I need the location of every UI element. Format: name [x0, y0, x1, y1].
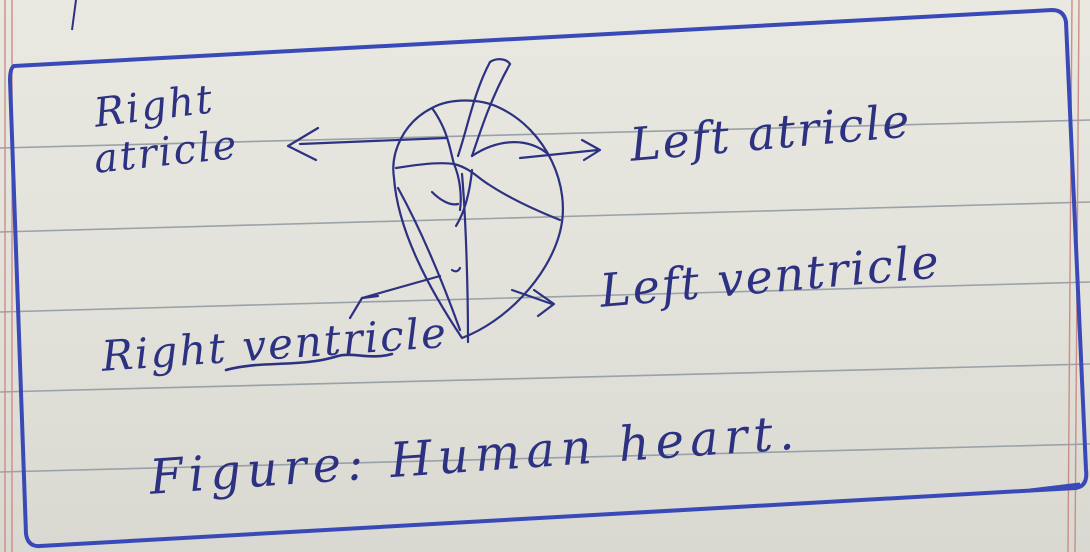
arrow-left-ventricle: [512, 290, 554, 316]
arrow-right-atricle: [288, 128, 446, 160]
arrow-left-atricle: [520, 140, 600, 160]
pen-mark: [72, 0, 76, 30]
